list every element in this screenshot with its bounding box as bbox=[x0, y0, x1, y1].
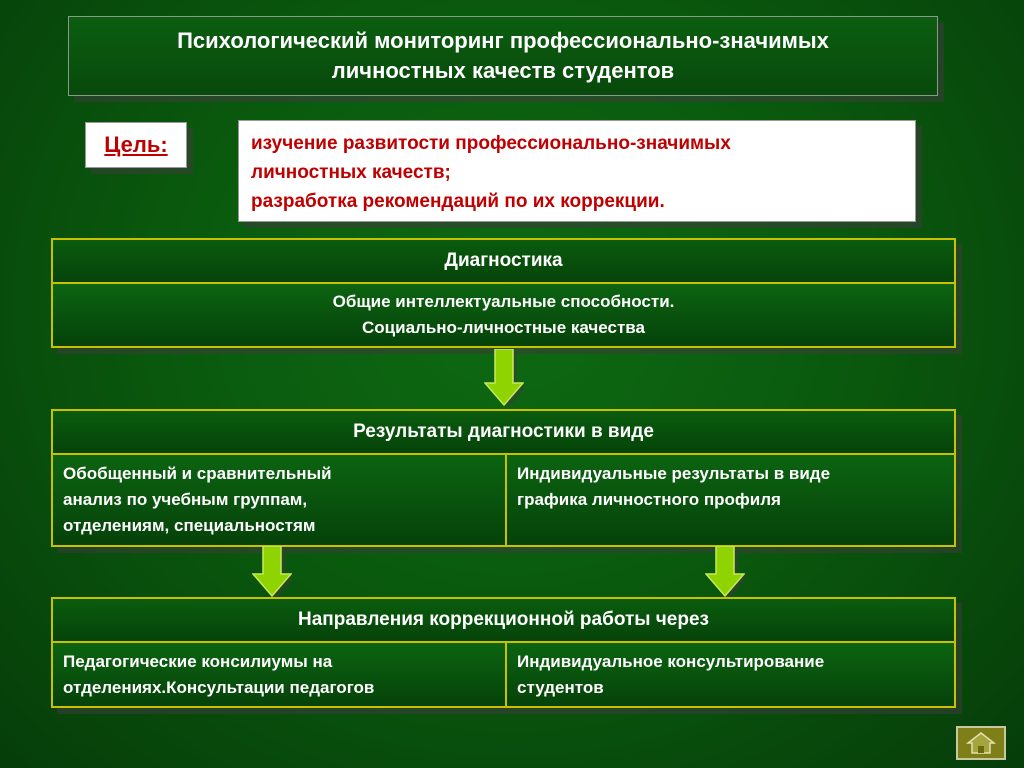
correction-block: Направления коррекционной работы через П… bbox=[51, 597, 956, 708]
home-icon bbox=[966, 732, 996, 754]
correction-header: Направления коррекционной работы через bbox=[51, 597, 956, 641]
goal-label: Цель: bbox=[104, 132, 168, 157]
correction-right-line-1: Индивидуальное консультирование bbox=[517, 652, 825, 671]
correction-left-line-2: отделениях.Консультации педагогов bbox=[63, 678, 375, 697]
down-arrow-icon-right bbox=[705, 546, 745, 598]
goal-line-1: изучение развитости профессионально-знач… bbox=[251, 133, 731, 154]
title-line-1: Психологический мониторинг профессиональ… bbox=[177, 28, 829, 53]
correction-left-line-1: Педагогические консилиумы на bbox=[63, 652, 333, 671]
down-arrow-icon-left bbox=[252, 546, 292, 598]
title-line-2: личностных качеств студентов bbox=[331, 58, 675, 83]
goal-text-box: изучение развитости профессионально-знач… bbox=[238, 120, 916, 222]
down-arrow-icon bbox=[484, 349, 524, 407]
results-block: Результаты диагностики в виде Обобщенный… bbox=[51, 409, 956, 547]
home-button[interactable] bbox=[956, 726, 1006, 760]
goal-line-2: личностных качеств; bbox=[251, 162, 451, 183]
results-right-line-2: графика личностного профиля bbox=[517, 490, 781, 509]
correction-body: Педагогические консилиумы на отделениях.… bbox=[51, 641, 956, 708]
results-left-cell: Обобщенный и сравнительный анализ по уче… bbox=[53, 455, 505, 545]
diagnostics-header-text: Диагностика bbox=[444, 250, 563, 271]
diagnostics-line-1: Общие интеллектуальные способности. bbox=[332, 292, 675, 311]
diagnostics-block: Диагностика Общие интеллектуальные спосо… bbox=[51, 238, 956, 348]
diagnostics-line-2: Социально-личностные качества bbox=[362, 318, 645, 337]
correction-right-cell: Индивидуальное консультирование студенто… bbox=[505, 643, 954, 706]
results-header-text: Результаты диагностики в виде bbox=[353, 421, 654, 442]
results-header: Результаты диагностики в виде bbox=[51, 409, 956, 453]
results-right-line-1: Индивидуальные результаты в виде bbox=[517, 464, 831, 483]
results-left-line-2: анализ по учебным группам, bbox=[63, 490, 308, 509]
correction-right-line-2: студентов bbox=[517, 678, 604, 697]
results-left-line-3: отделениям, специальностям bbox=[63, 516, 316, 535]
results-body: Обобщенный и сравнительный анализ по уче… bbox=[51, 453, 956, 547]
results-right-cell: Индивидуальные результаты в виде графика… bbox=[505, 455, 954, 545]
correction-left-cell: Педагогические консилиумы на отделениях.… bbox=[53, 643, 505, 706]
goal-line-3: разработка рекомендаций по их коррекции. bbox=[251, 191, 665, 212]
correction-header-text: Направления коррекционной работы через bbox=[298, 609, 709, 630]
diagnostics-header: Диагностика bbox=[51, 238, 956, 282]
results-left-line-1: Обобщенный и сравнительный bbox=[63, 464, 332, 483]
diagnostics-body: Общие интеллектуальные способности. Соци… bbox=[51, 282, 956, 348]
goal-label-box: Цель: bbox=[85, 122, 187, 168]
title-box: Психологический мониторинг профессиональ… bbox=[68, 16, 938, 96]
